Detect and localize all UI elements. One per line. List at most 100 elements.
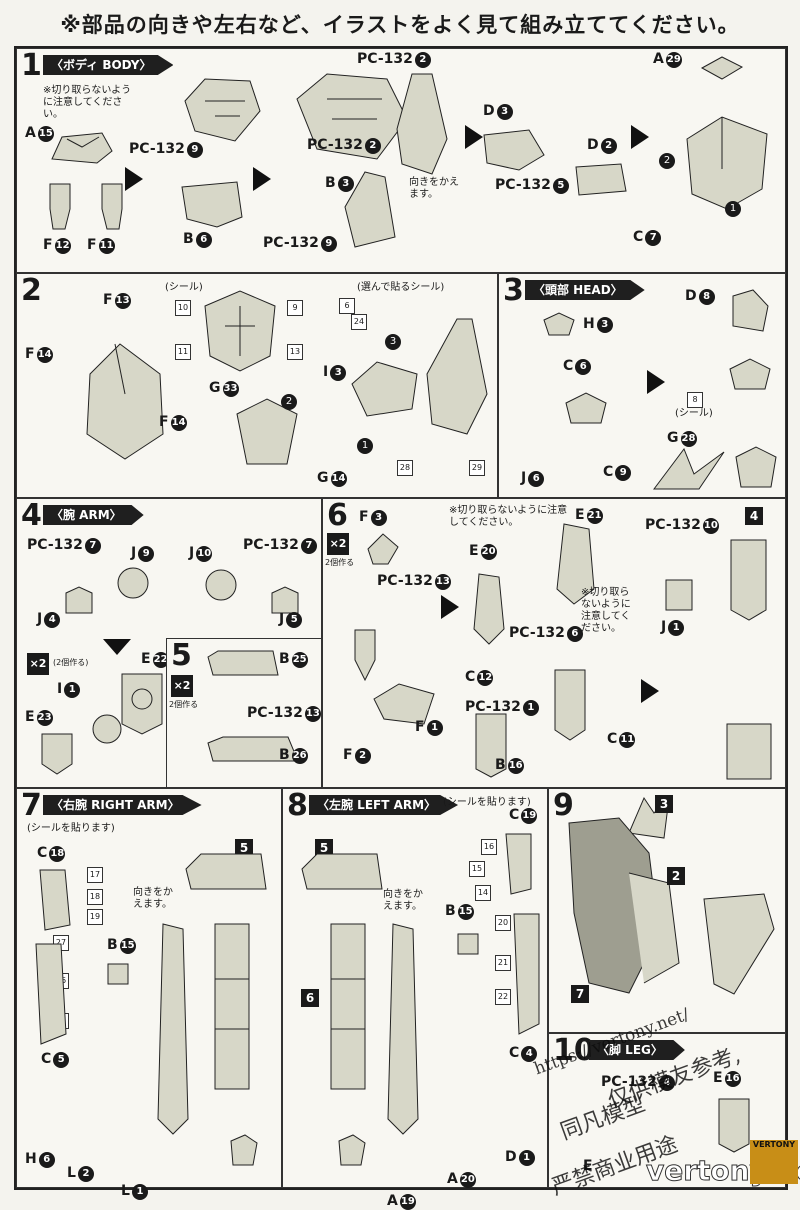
label-step4-ref: 4: [743, 507, 763, 525]
substep-2: 2: [281, 394, 297, 410]
part-c19: [505, 833, 532, 895]
step3-number: 3: [503, 273, 524, 308]
part-hand-grip: [354, 629, 376, 682]
step6-note2: ※切り取らないように注意してください。: [581, 587, 631, 634]
step10-title: 〈脚 LEG〉: [589, 1040, 685, 1060]
part-f12: [49, 183, 71, 230]
turn-note: 向きをかえます。: [409, 177, 459, 200]
part-arm-bracket: [351, 361, 418, 417]
part-torso-final: [686, 116, 768, 210]
part-e20: [473, 573, 505, 645]
part-b15: [107, 963, 129, 985]
flow-arrow: [253, 167, 271, 191]
flow-arrow: [641, 679, 659, 703]
flow-arrow: [125, 167, 143, 191]
seal-6: 6: [339, 298, 355, 314]
seal-20: 20: [495, 915, 511, 931]
part-c18: [39, 869, 71, 931]
step1-title: 〈ボディ BODY〉: [43, 55, 174, 75]
turn-note: 向きをかえます。: [133, 887, 173, 910]
seal-22: 22: [495, 989, 511, 1005]
x2-caption: 2個作る: [325, 558, 355, 567]
substep-3: 3: [385, 334, 401, 350]
seal-29: 29: [469, 460, 485, 476]
x2-caption: (2個作る): [53, 658, 89, 667]
part-a29: [700, 56, 744, 80]
seal-18: 18: [87, 889, 103, 905]
part-back-plate: [396, 73, 448, 175]
part-g33: [236, 398, 298, 465]
part-full-arm: [726, 723, 772, 780]
step4-number: 4: [21, 498, 42, 533]
label-step7-ref: 7: [569, 985, 589, 1003]
part-head-crest: [204, 290, 276, 372]
part-torso-upper: [184, 78, 261, 142]
part-body-front: [86, 343, 164, 460]
step4-title: 〈腕 ARM〉: [43, 505, 144, 525]
seal-28: 28: [397, 460, 413, 476]
seal-13: 13: [287, 344, 303, 360]
seal-17: 17: [87, 867, 103, 883]
step9-panel: 9 3 2 7: [548, 788, 786, 1033]
x2-badge: ×2: [327, 533, 349, 555]
seal-caption: (シール): [675, 408, 713, 419]
part-arm-armor: [157, 923, 189, 1135]
part-hand: [338, 1134, 366, 1166]
x2-badge: ×2: [27, 653, 49, 675]
part-d2: [575, 163, 627, 196]
step6-note1: ※切り取らないように注意してください。: [449, 505, 568, 528]
flow-arrow: [441, 595, 459, 619]
part-hand: [230, 1134, 258, 1166]
part-leg: [718, 1098, 750, 1153]
part-upper-arm: [730, 539, 767, 621]
seal-9: 9: [287, 300, 303, 316]
part-b16: [475, 713, 507, 778]
part-h3: [543, 312, 575, 336]
seal-caption: (シール): [165, 282, 203, 293]
substep-1: 1: [725, 201, 741, 217]
part-b3: [344, 171, 396, 248]
label-step6-ref: 6: [299, 989, 319, 1007]
part-forearm-core: [554, 669, 586, 741]
part-elbow: [92, 714, 122, 744]
part-e23: [41, 733, 73, 775]
part-j1: [665, 579, 693, 611]
flow-arrow: [631, 125, 649, 149]
seal-select-note: (選んで貼るシール): [357, 282, 445, 293]
step5-number: 5: [171, 638, 192, 673]
part-b15: [457, 933, 479, 955]
label-step2-ref: 2: [665, 867, 685, 885]
